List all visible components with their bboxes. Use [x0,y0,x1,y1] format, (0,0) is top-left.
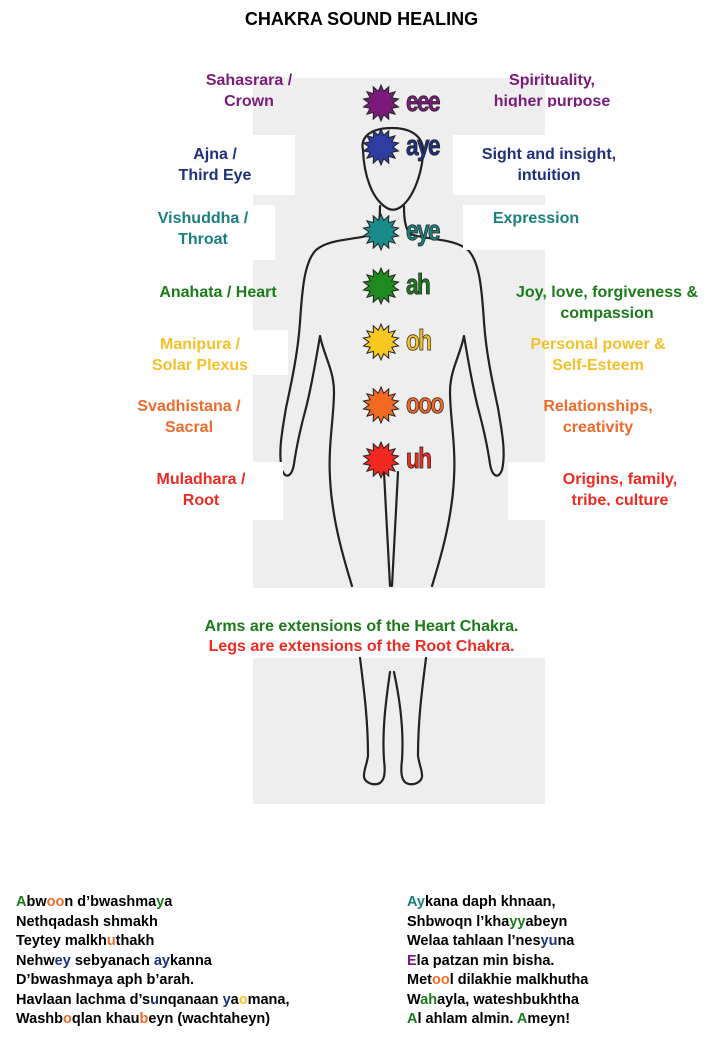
chakra-star-sacral-icon [362,385,400,425]
chakra-name-crown: Sahasrara /Crown [205,72,293,110]
chakra-meaning-root: Origins, family,tribe, culture [562,471,678,506]
chakra-meaning-sacral: Relationships,creativity [543,398,653,436]
chakra-name-solar-plexus: Manipura /Solar Plexus [151,336,249,374]
prayer-right-line-5: Metool dilakhie malkhutha [407,972,589,988]
chakra-sound-sacral: ooo [406,388,445,420]
prayer-left-line-5: D’bwashmaya aph b’arah. [16,972,195,988]
chakra-name-heart: Anahata / Heart [159,284,277,301]
chakra-star-crown-icon [362,83,400,123]
mask-left-throat [253,205,275,260]
chakra-sound-heart: ah [406,269,431,301]
chakra-meaning-heart: Joy, love, forgiveness &compassion [516,284,698,322]
chakra-sound-root: uh [406,443,433,475]
prayer-right-line-4: Ela patzan min bisha. [407,952,555,969]
chakra-name-third-eye: Ajna /Third Eye [178,146,252,184]
chakra-star-heart-icon [362,266,400,306]
prayer-right-line-6: Wahayla, wateshbukhtha [407,991,579,1008]
mask-right-ajna [453,135,545,195]
figure-background-bottom [253,658,545,804]
caption-arms: Arms are extensions of the Heart Chakra. [204,618,519,635]
mask-left-solar [253,330,288,375]
mask-left-ajna [253,135,295,195]
prayer-right-line-7: Al ahlam almin. Ameyn! [407,1011,571,1027]
chakra-meaning-crown: Spirituality,higher purpose [493,72,611,107]
chakra-name-root: Muladhara /Root [156,471,246,509]
prayer-left-line-2: Nethqadash shmakh [16,913,158,930]
mask-left-root [253,462,283,520]
prayer-right-line-2: Shbwoqn l’khayyabeyn [407,913,568,930]
chakra-name-throat: Vishuddha /Throat [157,210,249,248]
chakra-star-solar-plexus-icon [362,322,400,362]
chakra-meaning-solar-plexus: Personal power &Self-Esteem [530,336,666,374]
chakra-name-sacral: Svadhistana /Sacral [137,398,241,436]
mask-right-root [508,462,545,520]
chakra-meaning-third-eye: Sight and insight,intuition [481,146,617,184]
prayer-left-line-6: Havlaan lachma d’sunqanaan yaomana, [16,991,290,1008]
page-title: CHAKRA SOUND HEALING [244,9,479,29]
chakra-sound-crown: eee [406,86,441,118]
chakra-star-throat-icon [362,212,400,252]
chakra-star-third-eye-icon [362,127,400,167]
prayer-right-line-1: Aykana daph khnaan, [407,894,556,910]
prayer-right-line-3: Welaa tahlaan l’nesyuna [407,933,575,949]
caption-legs: Legs are extensions of the Root Chakra. [208,638,515,655]
chakra-sound-solar-plexus: oh [406,325,433,357]
chakra-star-root-icon [362,440,400,480]
prayer-left-line-7: Washboqlan khaubeyn (wachtaheyn) [16,1011,271,1027]
chakra-meaning-throat: Expression [492,210,580,227]
chakra-sound-throat: eye [406,215,441,247]
mask-right-throat [463,205,545,250]
prayer-left-line-3: Teytey malkhuthakh [16,933,155,949]
prayer-left-line-1: Abwoon d’bwashmaya [16,894,173,910]
chakra-sound-third-eye: aye [406,130,441,162]
prayer-left-line-4: Nehwey sebyanach aykanna [16,952,212,969]
